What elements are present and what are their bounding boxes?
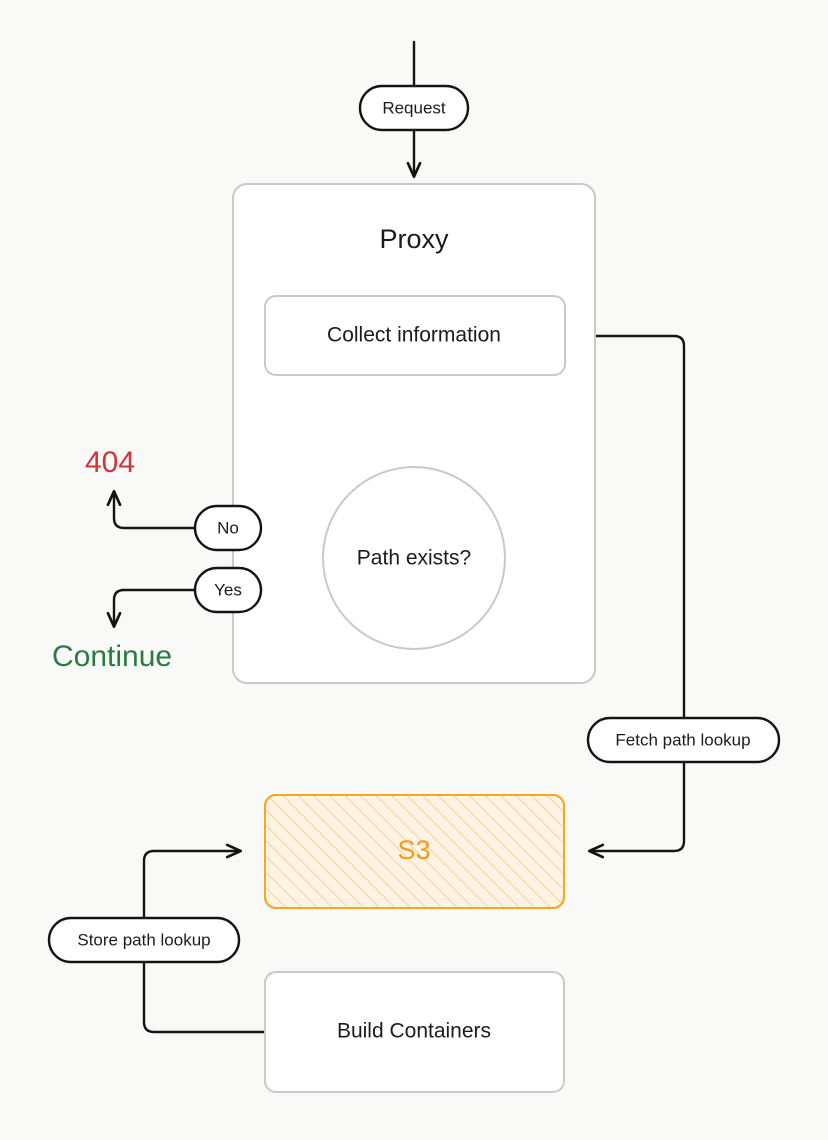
- branch-no-pill[interactable]: [193, 504, 263, 552]
- branch-yes-label: Yes: [214, 580, 242, 599]
- build-containers-label: Build Containers: [337, 1020, 491, 1043]
- collect-information-box[interactable]: [264, 295, 566, 376]
- path-exists-label: Path exists?: [357, 547, 471, 570]
- fetch-path-lookup-pill[interactable]: [586, 716, 781, 764]
- request-pill[interactable]: [358, 84, 470, 132]
- collect-to-fetch-to-s3-edge: [564, 334, 686, 859]
- store-path-lookup-label: Store path lookup: [77, 930, 210, 949]
- s3-hatch-pattern: [265, 795, 564, 908]
- s3-border: [264, 794, 565, 909]
- yes-to-continue-edge: [106, 588, 196, 629]
- fetch-path-lookup-label: Fetch path lookup: [615, 730, 750, 749]
- path-exists-decision[interactable]: [322, 466, 506, 650]
- request-label: Request: [382, 98, 446, 117]
- store-path-lookup-pill[interactable]: [47, 916, 241, 964]
- s3-label: S3: [397, 835, 430, 865]
- proxy-title: Proxy: [379, 224, 449, 254]
- build-containers-box[interactable]: [264, 971, 565, 1093]
- branch-yes-pill[interactable]: [193, 566, 263, 614]
- error-404-label: 404: [85, 446, 135, 479]
- no-to-404-edge: [106, 489, 196, 530]
- collect-information-label: Collect information: [327, 324, 501, 347]
- continue-label: Continue: [52, 640, 172, 673]
- branch-no-label: No: [217, 518, 239, 537]
